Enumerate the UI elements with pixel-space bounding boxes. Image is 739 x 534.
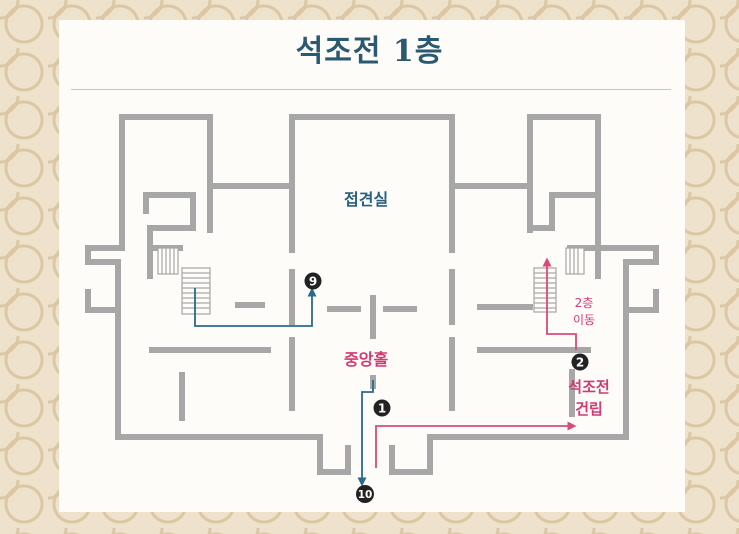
blue-route — [194, 287, 374, 487]
marker-9: 9 — [304, 272, 322, 290]
move-label-line1: 2층 — [574, 296, 594, 310]
room-label-reception: 접견실 — [344, 190, 389, 209]
title-divider — [71, 89, 671, 90]
marker-10-label: 10 — [358, 489, 373, 501]
pink-route — [375, 257, 577, 468]
marker-9-label: 9 — [309, 275, 317, 289]
marker-1: 1 — [373, 399, 391, 417]
marker-1-label: 1 — [378, 402, 386, 416]
room-label-central-hall: 중앙홀 — [344, 350, 389, 369]
left-stairs — [157, 247, 211, 315]
right-stairs — [533, 247, 585, 313]
move-label-line2: 이동 — [572, 313, 596, 327]
marker-2: 2 — [571, 353, 589, 371]
room-label-building-line2: 건립 — [575, 400, 603, 418]
marker-10: 10 — [356, 485, 374, 503]
room-label-building-line1: 석조전 — [568, 378, 610, 396]
page-title: 석조전 1층 — [295, 34, 444, 69]
marker-2-label: 2 — [576, 356, 584, 370]
